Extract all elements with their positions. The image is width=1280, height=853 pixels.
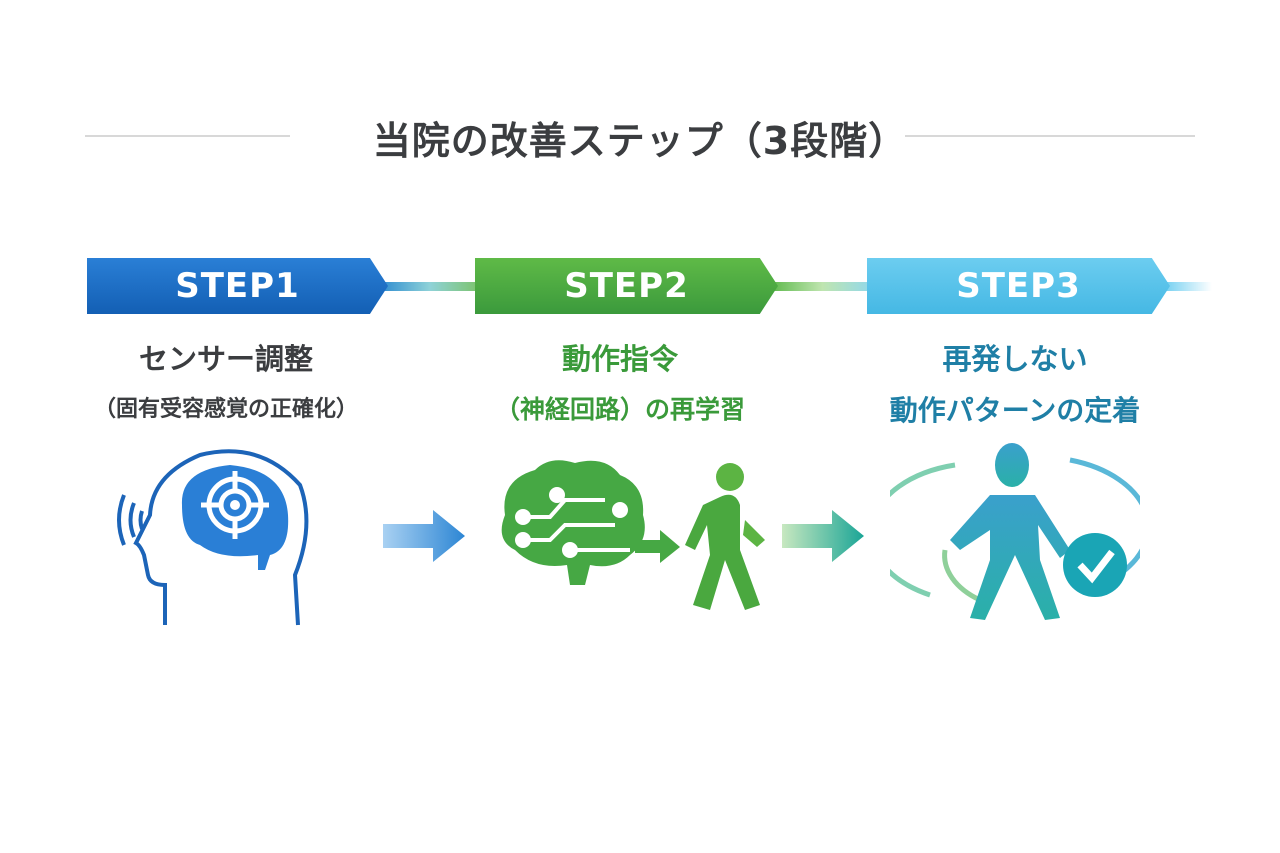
- stable-posture-check-icon: [890, 443, 1140, 620]
- head-brain-target-icon: [117, 449, 309, 626]
- connector-3-end: [1162, 282, 1212, 291]
- step2-heading: 動作指令: [561, 342, 678, 376]
- page-title: 当院の改善ステップ（3段階）: [372, 119, 908, 163]
- step1-subheading: （固有受容感覚の正確化）: [93, 397, 358, 422]
- connector-1-2: [380, 282, 480, 291]
- title-rule-right: [905, 135, 1195, 137]
- circuit-brain-walking-person-icon: [501, 460, 765, 610]
- step3-banner: STEP3: [867, 258, 1170, 314]
- step1-heading: センサー調整: [138, 342, 313, 376]
- connector-2-3: [770, 282, 875, 291]
- step3-subheading: 動作パターンの定着: [889, 394, 1141, 427]
- step3-heading: 再発しない: [942, 342, 1088, 376]
- arrow-right-icon: [782, 510, 864, 562]
- title-rule-left: [85, 135, 290, 137]
- step1-banner: STEP1: [87, 258, 388, 314]
- arrow-right-icon: [383, 510, 465, 562]
- step2-subheading: （神経回路）の再学習: [494, 395, 745, 424]
- step2-banner: STEP2: [475, 258, 778, 314]
